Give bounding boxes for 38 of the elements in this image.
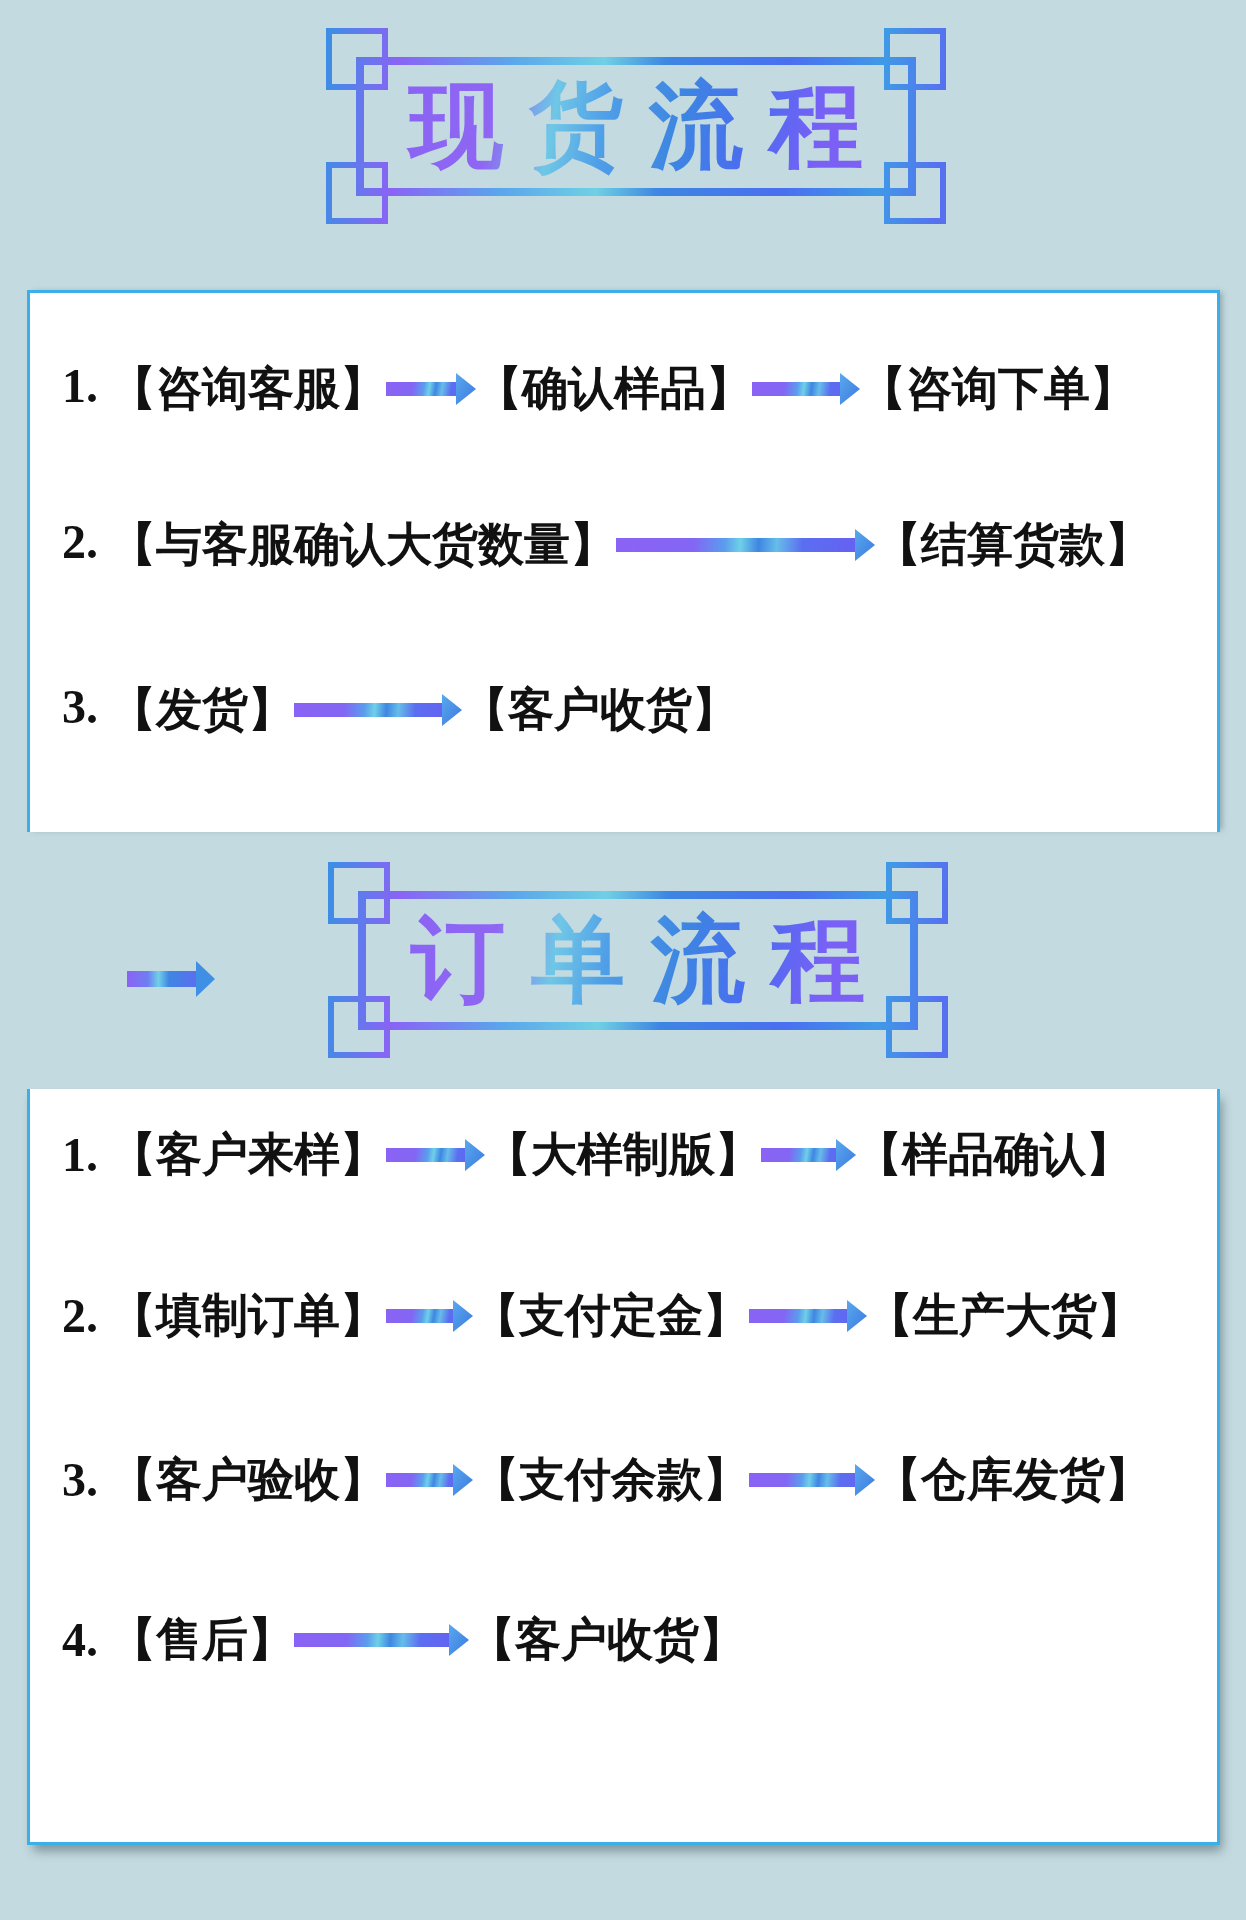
arrow <box>386 1464 473 1496</box>
arrow <box>386 1139 485 1171</box>
arrow <box>761 1139 856 1171</box>
step-number: 3. <box>62 680 98 734</box>
arrow <box>386 1300 473 1332</box>
arrow <box>749 1300 867 1332</box>
flow-step-text: 【样品确认】 <box>856 1127 1132 1183</box>
flow-step-text: 【填制订单】 <box>110 1288 386 1344</box>
flow-step-text: 【确认样品】 <box>476 361 752 417</box>
flow-step-text: 【客户收货】 <box>462 682 738 738</box>
flow-step-text: 【仓库发货】 <box>875 1452 1151 1508</box>
flow-step-text: 【支付余款】 <box>473 1452 749 1508</box>
step-number: 2. <box>62 515 98 569</box>
flow-step-text: 【客户收货】 <box>469 1612 745 1668</box>
flow-step-text: 【结算货款】 <box>875 517 1151 573</box>
content-panel <box>27 290 1220 832</box>
step-number: 3. <box>62 1453 98 1507</box>
flow-step-text: 【客户验收】 <box>110 1452 386 1508</box>
flow-step-text: 【发货】 <box>110 682 294 738</box>
step-number: 1. <box>62 359 98 413</box>
arrow <box>616 529 875 561</box>
arrow <box>294 1624 469 1656</box>
arrow <box>749 1464 875 1496</box>
content-panel <box>27 1089 1220 1845</box>
step-number: 2. <box>62 1289 98 1343</box>
step-number: 4. <box>62 1613 98 1667</box>
arrow <box>294 694 462 726</box>
flow-step-text: 【咨询下单】 <box>860 361 1136 417</box>
flow-step-text: 【售后】 <box>110 1612 294 1668</box>
flow-step-text: 【支付定金】 <box>473 1288 749 1344</box>
step-number: 1. <box>62 1128 98 1182</box>
flow-step-text: 【咨询客服】 <box>110 361 386 417</box>
flow-step-text: 【与客服确认大货数量】 <box>110 517 616 573</box>
arrow <box>386 373 476 405</box>
flow-step-text: 【大样制版】 <box>485 1127 761 1183</box>
flow-step-text: 【生产大货】 <box>867 1288 1143 1344</box>
arrow <box>752 373 860 405</box>
flow-step-text: 【客户来样】 <box>110 1127 386 1183</box>
